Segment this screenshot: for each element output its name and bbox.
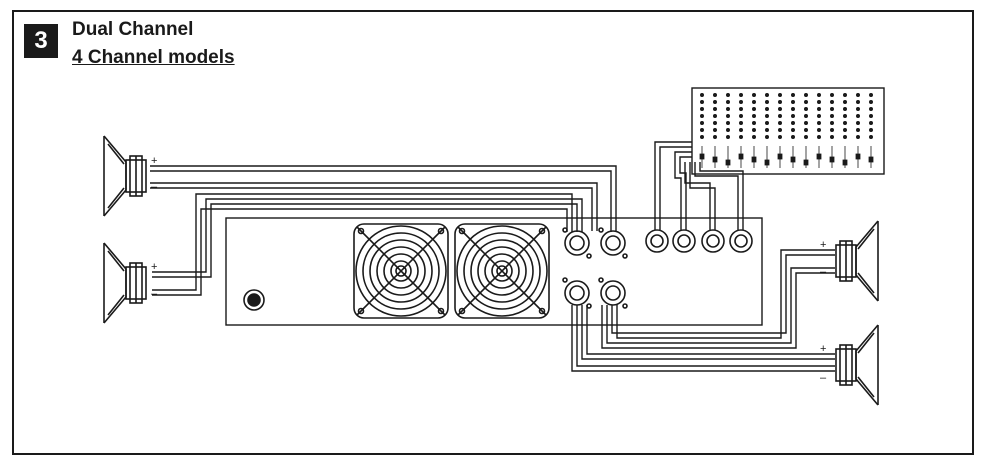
fan-grille-icon bbox=[353, 223, 449, 319]
xlr-connector-icon bbox=[645, 229, 753, 253]
speaker-2-plus-label: + bbox=[151, 261, 157, 273]
diagram-frame bbox=[12, 10, 974, 455]
speaker-3-plus-label: + bbox=[820, 239, 826, 251]
power-switch-icon bbox=[243, 289, 265, 311]
loudspeaker-icon bbox=[103, 135, 147, 217]
speakon-connector-icon bbox=[562, 227, 628, 309]
speaker-1-plus-label: + bbox=[151, 155, 157, 167]
speaker-3-minus-label: – bbox=[820, 266, 827, 278]
diagram-title: Dual Channel bbox=[72, 19, 194, 40]
xlr-cables bbox=[654, 141, 744, 230]
loudspeaker-icon bbox=[103, 242, 147, 324]
loudspeaker-icon bbox=[835, 324, 879, 406]
diagram-subtitle: 4 Channel models bbox=[72, 47, 235, 68]
step-badge: 3 bbox=[24, 24, 58, 58]
speaker-1-minus-label: – bbox=[151, 181, 158, 193]
amplifier bbox=[225, 217, 763, 326]
speaker-2-minus-label: – bbox=[151, 288, 158, 300]
speaker-cables bbox=[150, 165, 835, 372]
mixer-console-icon bbox=[691, 87, 885, 175]
speaker-4-minus-label: – bbox=[820, 372, 827, 384]
fan-grille-icon bbox=[454, 223, 550, 319]
speaker-4-plus-label: + bbox=[820, 343, 826, 355]
loudspeaker-icon bbox=[835, 220, 879, 302]
